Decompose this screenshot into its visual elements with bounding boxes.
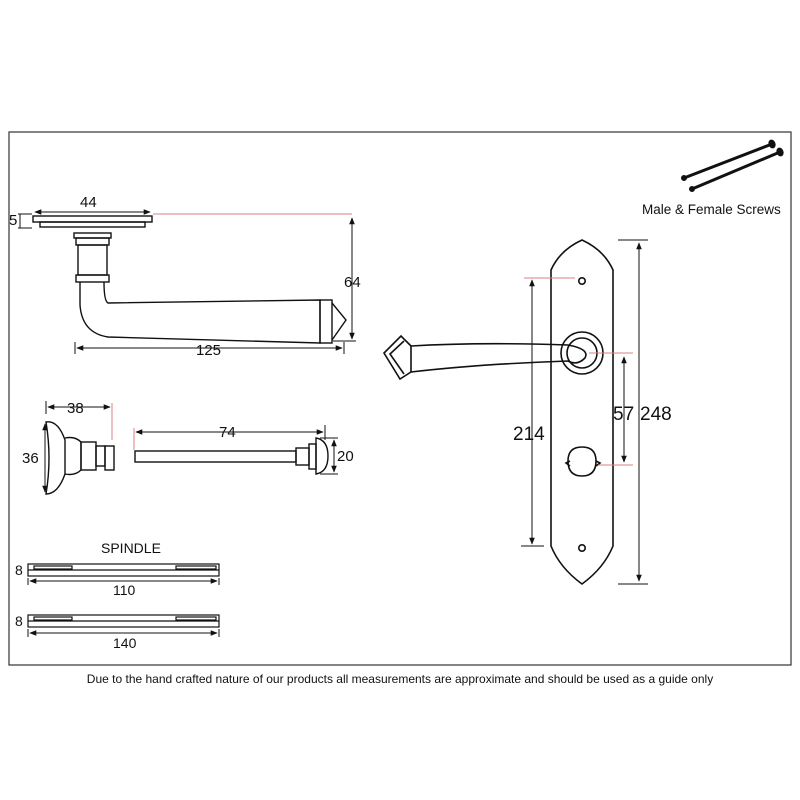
dim-74-label: 74 — [219, 424, 236, 441]
dim-20-label: 20 — [337, 448, 354, 465]
lever-side-view — [32, 215, 347, 344]
drawing-frame — [8, 131, 792, 666]
dim-110-label: 110 — [113, 582, 136, 598]
screw-hole-bottom — [577, 543, 586, 552]
spindle-heading: SPINDLE — [101, 540, 161, 556]
backplate-front-view — [382, 239, 614, 585]
dim-57-label: 57 — [613, 404, 634, 425]
dim-140-label: 140 — [113, 635, 137, 651]
dim-214-label: 214 — [513, 424, 545, 445]
thumb-turn-side-view — [45, 421, 115, 495]
spindle-110 — [27, 563, 220, 577]
dim-64-label: 64 — [344, 274, 361, 291]
release-side-view — [134, 437, 329, 475]
dim-38-label: 38 — [67, 400, 84, 417]
dim-248-label: 248 — [640, 404, 672, 425]
dim-44-label: 44 — [80, 194, 97, 211]
dim-36-label: 36 — [22, 450, 39, 467]
spindle1-size-label: 8 — [15, 562, 23, 578]
spindle2-size-label: 8 — [15, 613, 23, 629]
dim-125-label: 125 — [196, 342, 221, 359]
spindle-140 — [27, 614, 220, 628]
screws-illustration — [681, 139, 784, 192]
screws-label: Male & Female Screws — [642, 202, 781, 217]
disclaimer-text: Due to the hand crafted nature of our pr… — [86, 672, 714, 686]
dim-5-label: 5 — [9, 212, 17, 229]
screw-hole-top — [577, 276, 586, 285]
